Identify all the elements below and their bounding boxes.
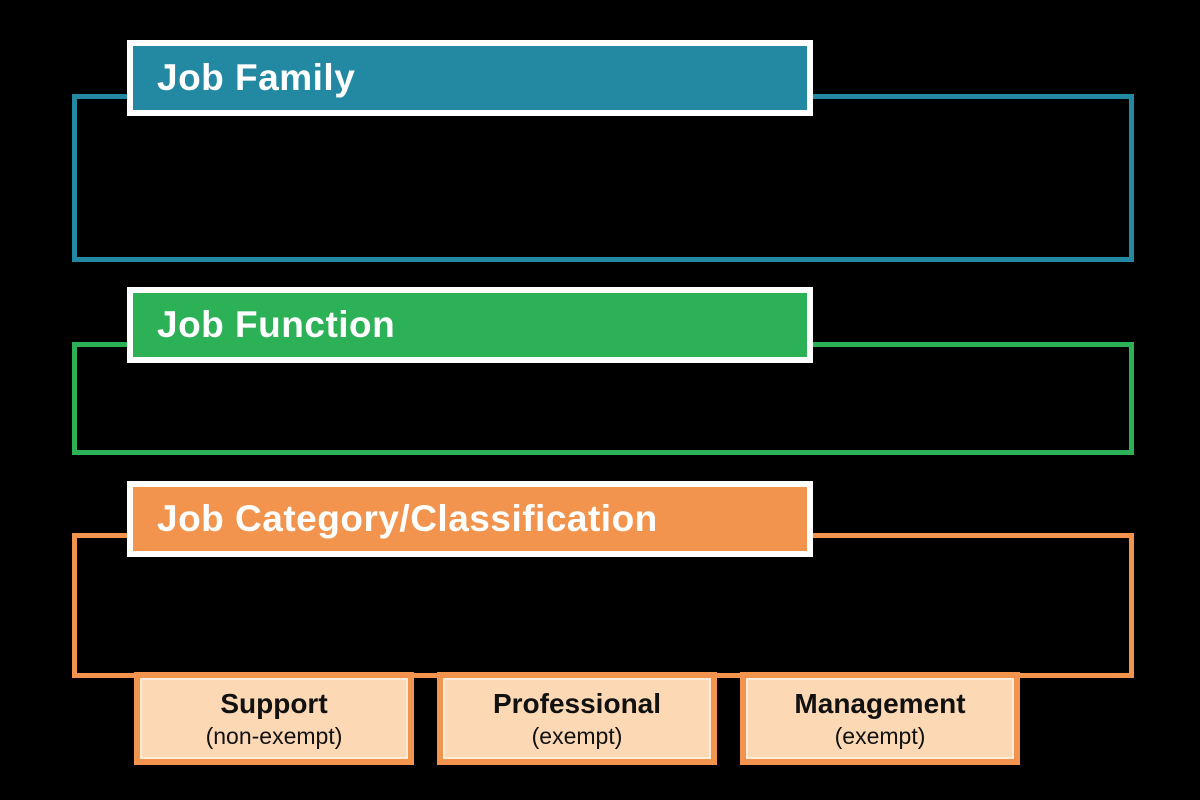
job-family-content-box xyxy=(72,94,1134,262)
job-family-header: Job Family xyxy=(127,40,813,116)
category-box-professional: Professional (exempt) xyxy=(437,672,717,765)
job-function-header: Job Function xyxy=(127,287,813,363)
job-category-header: Job Category/Classification xyxy=(127,481,813,557)
category-exempt-status: (exempt) xyxy=(834,722,926,749)
category-box-support: Support (non-exempt) xyxy=(134,672,414,765)
category-name: Support xyxy=(220,687,328,719)
category-box-management: Management (exempt) xyxy=(740,672,1020,765)
category-exempt-status: (non-exempt) xyxy=(205,722,343,749)
job-function-title: Job Function xyxy=(157,304,396,345)
category-exempt-status: (exempt) xyxy=(531,722,623,749)
category-name: Management xyxy=(794,687,966,719)
job-category-title: Job Category/Classification xyxy=(157,498,658,539)
job-family-title: Job Family xyxy=(157,57,356,98)
category-name: Professional xyxy=(492,687,662,719)
